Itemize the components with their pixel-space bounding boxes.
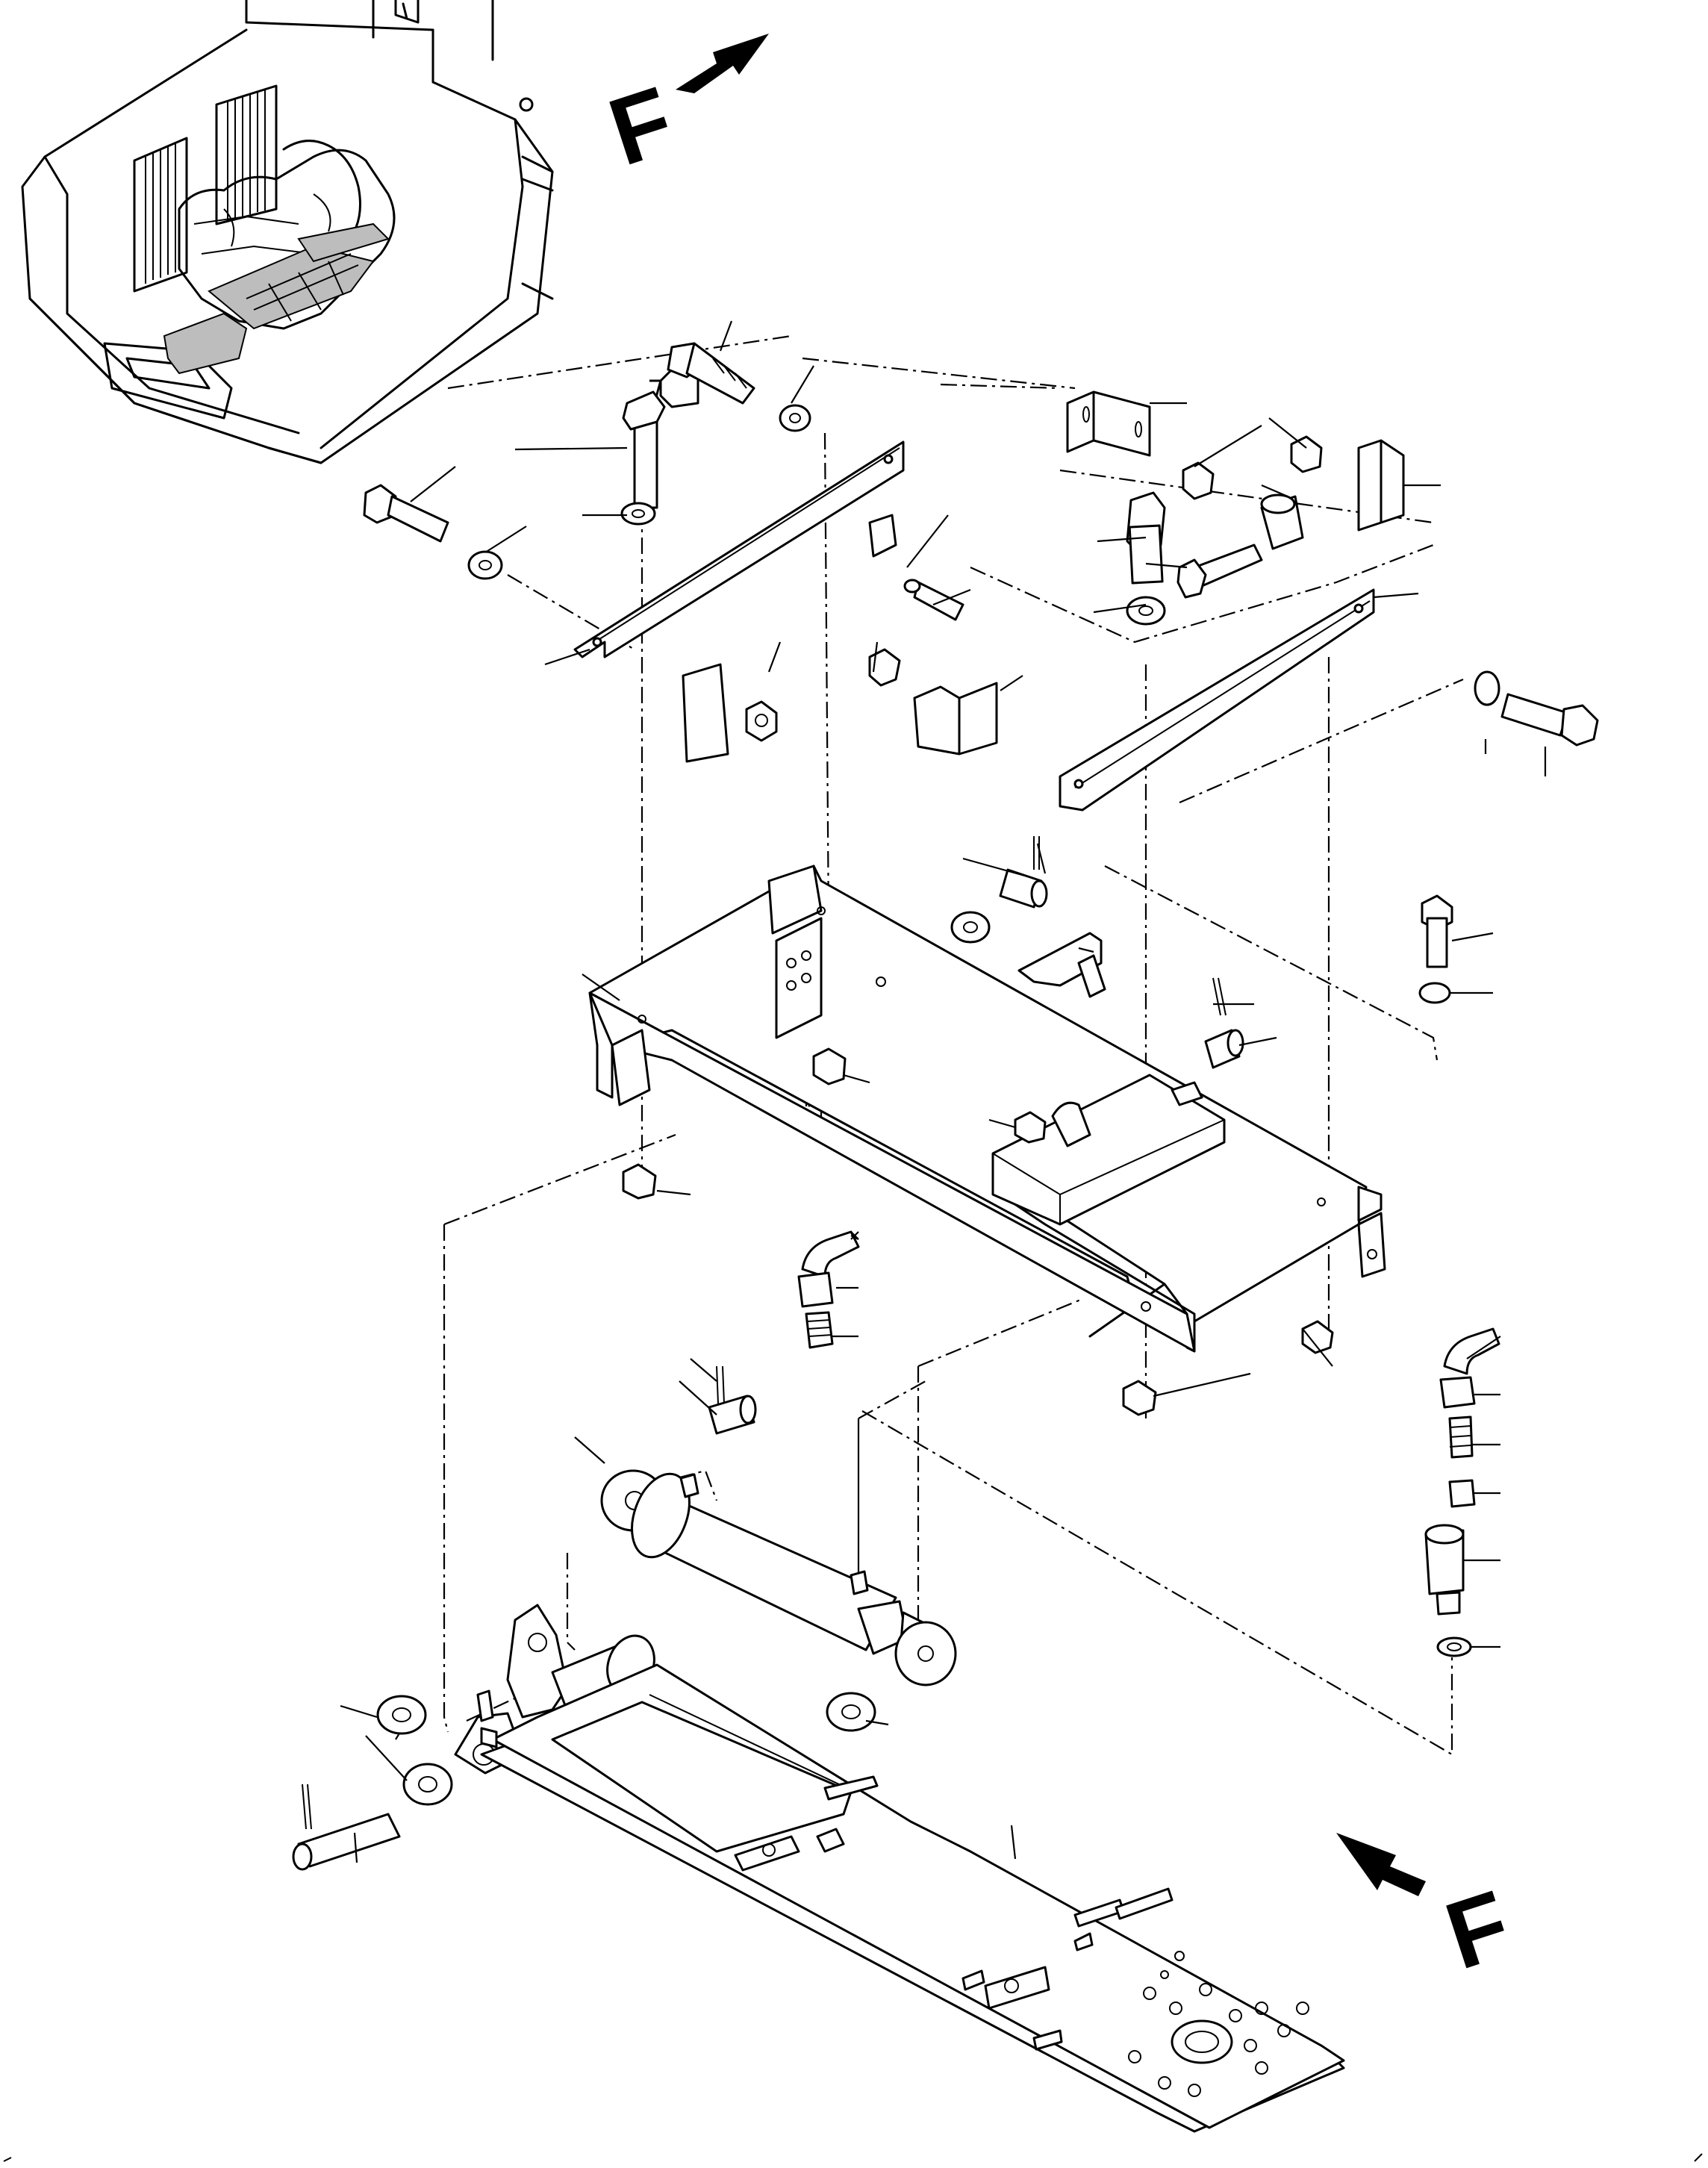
front-arrow-icon (676, 34, 769, 93)
hydraulic-fittings (797, 1230, 1500, 1657)
svg-text:F: F (1434, 1871, 1523, 1990)
l-bracket (682, 663, 729, 763)
label-plate (984, 1966, 1050, 2010)
hinge-tab (476, 1689, 498, 1748)
hex-nut (1290, 435, 1323, 473)
front-direction-marker-top: F (597, 34, 769, 186)
bolt-shank (1128, 524, 1164, 585)
bolt-shank (387, 495, 449, 543)
fitting-nut (797, 1271, 834, 1308)
mounting-ear (506, 1604, 569, 1719)
svg-text:F: F (597, 66, 686, 186)
l-bracket (1357, 439, 1405, 532)
swivel-boss (1171, 2019, 1233, 2064)
bolt-head (1176, 558, 1207, 599)
hex-nut (868, 648, 901, 687)
lock-washer (903, 579, 921, 594)
fitting-nut (1448, 1479, 1476, 1508)
arm-window (551, 1701, 853, 1853)
washer (402, 1763, 453, 1806)
hex-nut (745, 700, 778, 742)
washer (1474, 670, 1500, 706)
hydraulic-cylinder (600, 1365, 957, 1732)
label-plate (823, 1775, 879, 1801)
label-plate (734, 1835, 800, 1872)
bolt-shank (1426, 917, 1448, 968)
washer (467, 550, 503, 580)
main-frame (588, 865, 1386, 1353)
cylinder-port (679, 1473, 699, 1498)
fitting-nut (1439, 1376, 1476, 1409)
cylinder-eye-front (894, 1621, 957, 1686)
frame-tab (1357, 1212, 1386, 1278)
hex-nut (812, 1047, 847, 1085)
bolt-shank (685, 342, 755, 405)
washer (1126, 596, 1166, 626)
front-direction-marker-bottom: F (1336, 1833, 1522, 1990)
hinge-pin (297, 1813, 401, 1868)
hex-nut (1014, 1111, 1047, 1144)
hex-nut (1122, 1380, 1157, 1416)
machine-overview-inset (21, 0, 554, 464)
small-bolt (913, 581, 964, 621)
front-arrow-icon (1336, 1833, 1426, 1896)
washer (376, 1695, 427, 1735)
hinge-bracket (1017, 932, 1103, 987)
bolt-shank (1500, 693, 1569, 737)
washer (826, 1692, 876, 1732)
lift-arm-plate (454, 1604, 1345, 2133)
mounting-bracket-assembly (573, 390, 1405, 812)
frame-lug (611, 1029, 651, 1106)
upper-fasteners (363, 342, 1599, 1004)
hex-nut (622, 1163, 657, 1200)
plate-bolt-holes (1128, 1951, 1309, 2097)
right-support-rail (1059, 588, 1375, 812)
l-bracket (1066, 390, 1151, 457)
callout-leader-lines (340, 320, 1547, 1863)
adapter (805, 1311, 834, 1349)
frame-side-rail (588, 991, 1196, 1353)
clip-bracket (868, 514, 897, 558)
washer (950, 911, 991, 944)
cross-member-tube (991, 1074, 1226, 1226)
cylinder-port (850, 1570, 869, 1595)
washer (779, 404, 811, 432)
l-bracket (913, 682, 998, 756)
elbow-fitting (1443, 1327, 1500, 1375)
pivot-clamp (1051, 1101, 1091, 1147)
bolt-head (1560, 704, 1599, 747)
elbow-fitting (801, 1230, 860, 1278)
frame-fasteners (622, 836, 1334, 1416)
hex-nut (1301, 1320, 1334, 1354)
lower-left-pin-set (292, 1695, 453, 1871)
washer (620, 502, 656, 526)
washer (1418, 982, 1451, 1004)
seal-washer (1436, 1636, 1472, 1657)
hex-nut (1182, 461, 1215, 500)
hex-bolt (622, 368, 699, 517)
frame-end-plate (767, 865, 823, 1039)
